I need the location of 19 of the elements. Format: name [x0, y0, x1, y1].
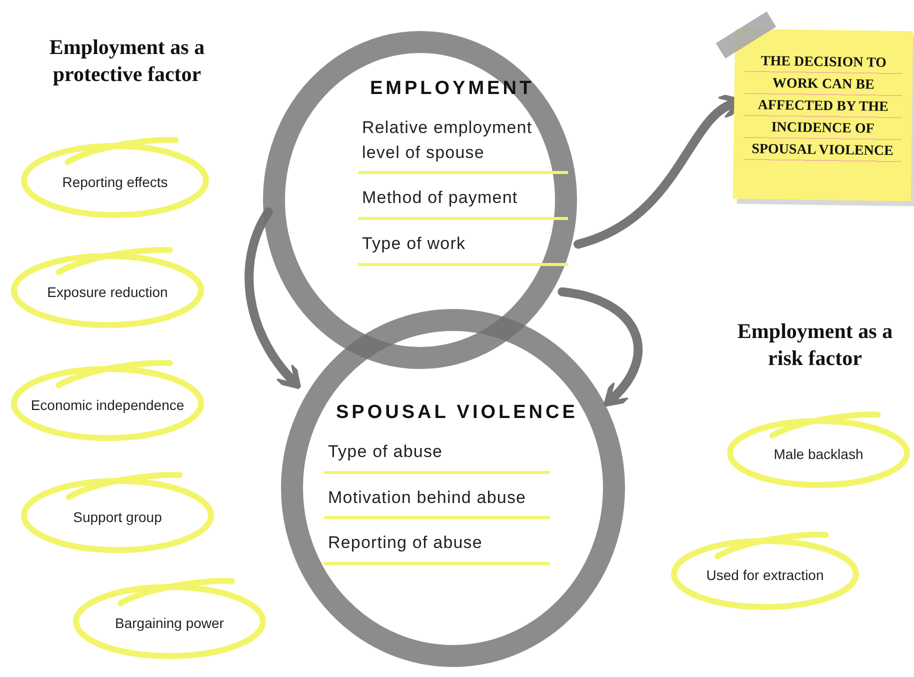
- curved-arrow: [558, 287, 642, 408]
- sticky-note: [732, 28, 914, 202]
- item-text: Support group: [72, 508, 163, 525]
- circle-heading: EMPLOYMENT: [370, 78, 534, 100]
- item-text: Reporting effects: [61, 174, 169, 190]
- factor-text: Reporting of abuse: [324, 527, 550, 565]
- factor-text: Relative employment level of spouse: [358, 112, 568, 174]
- item-text: Economic independence: [30, 396, 186, 413]
- factor-text: Type of abuse: [324, 436, 550, 474]
- circle-heading: SPOUSAL VIOLENCE: [336, 402, 578, 424]
- factor-text: Motivation behind abuse: [324, 482, 550, 520]
- factor-text: Method of payment: [358, 182, 568, 220]
- factor-text: Type of work: [358, 228, 568, 266]
- item-text: Bargaining power: [114, 614, 225, 631]
- item-text: Exposure reduction: [46, 284, 169, 300]
- section-heading: Employment as a risk factor: [736, 318, 894, 372]
- item-text: Used for extraction: [705, 567, 825, 584]
- section-heading: Employment as a protective factor: [48, 34, 206, 88]
- item-text: Male backlash: [772, 446, 864, 462]
